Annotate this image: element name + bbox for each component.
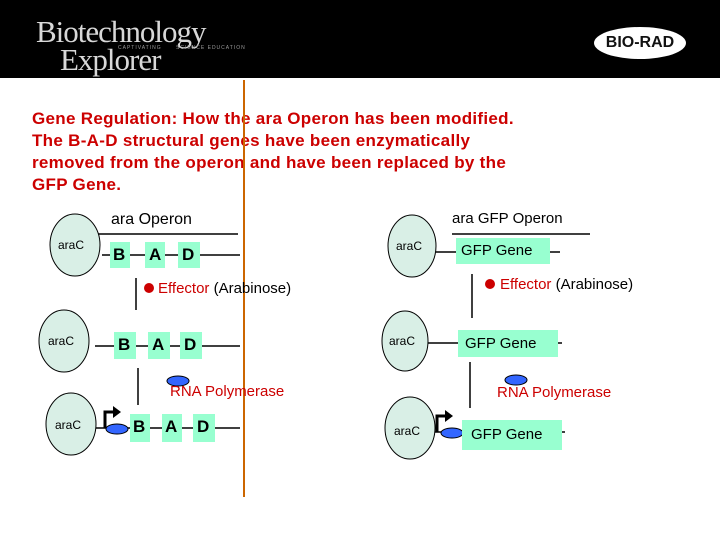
right-effector-word: Effector: [500, 276, 552, 293]
left-row1-gene-a: [145, 242, 165, 268]
left-row3-a-label: A: [165, 417, 178, 436]
right-effector-dot: [485, 279, 495, 289]
left-row1-arac-protein: [49, 213, 101, 277]
left-row2-a-label: A: [152, 335, 165, 354]
left-row3-gene-a: [162, 414, 182, 442]
right-rna-polymerase-shape: [504, 374, 528, 386]
left-row1-gene-d: [178, 242, 200, 268]
right-polymerase-label: RNA Polymerase: [497, 384, 612, 401]
right-row3-gfp-label: GFP Gene: [471, 426, 543, 443]
left-row3-gene-b: [130, 414, 150, 442]
right-row2-gfp-gene: [458, 330, 558, 357]
header-banner: Biotechnology Explorer CAPTIVATING SCIEN…: [0, 0, 720, 78]
title-line-2: The B-A-D structural genes have been enz…: [32, 131, 471, 150]
logo-tagline-2: SCIENCE EDUCATION: [176, 45, 246, 51]
right-effector-label: Effector (Arabinose): [500, 276, 633, 293]
left-row1-a-label: A: [149, 245, 162, 264]
left-row2-arac-label: araC: [48, 334, 75, 348]
right-row1-gfp-gene: [456, 238, 550, 264]
right-effector-paren: (Arabinose): [555, 276, 634, 293]
slide-title: Gene Regulation: How the ara Operon has …: [32, 108, 692, 196]
left-row2-b-label: B: [118, 335, 131, 354]
right-row3-gfp-gene: [462, 420, 562, 450]
left-effector-dot: [144, 283, 154, 293]
right-row2-arac-label: araC: [389, 334, 416, 348]
left-row2-arac-protein: [38, 309, 90, 373]
right-row3-arac-protein: [384, 396, 436, 460]
left-heading: ara Operon: [111, 211, 192, 228]
left-row2-gene-a: [148, 332, 170, 359]
left-row1-gene-b: [110, 242, 130, 268]
logo-tagline-1: CAPTIVATING: [118, 45, 162, 51]
left-row3-b-label: B: [133, 417, 146, 436]
right-row1-arac-protein: [387, 214, 437, 278]
logo-line-1: Biotechnology: [36, 14, 207, 49]
left-row2-gene-d: [180, 332, 202, 359]
left-rna-polymerase-shape: [166, 375, 190, 387]
bio-rad-logo: BIO-RAD: [594, 27, 686, 59]
right-row1-gfp-label: GFP Gene: [461, 242, 533, 259]
left-polymerase-label: RNA Polymerase: [170, 383, 285, 400]
right-bound-polymerase: [440, 427, 464, 439]
left-row3-d-label: D: [197, 417, 210, 436]
left-promoter-arrow: [103, 410, 113, 428]
left-row2-d-label: D: [184, 335, 197, 354]
left-effector-word: Effector: [158, 280, 210, 297]
left-row2-gene-b: [114, 332, 136, 359]
right-row1-arac-label: araC: [396, 239, 423, 253]
left-row3-gene-d: [193, 414, 215, 442]
title-line-3: removed from the operon and have been re…: [32, 153, 507, 172]
brand-text: BIO-RAD: [605, 34, 675, 51]
left-row3-arac-protein: [45, 392, 97, 456]
right-heading: ara GFP Operon: [452, 210, 563, 227]
left-promoter-arrowhead: [113, 406, 121, 418]
left-effector-paren: (Arabinose): [213, 280, 292, 297]
left-row1-b-label: B: [113, 245, 126, 264]
left-row1-arac-label: araC: [58, 238, 85, 252]
right-row2-arac-protein: [381, 310, 429, 372]
left-row3-arac-label: araC: [55, 418, 82, 432]
left-bound-polymerase: [105, 423, 129, 435]
right-row2-gfp-label: GFP Gene: [465, 335, 537, 352]
left-effector-label: Effector (Arabinose): [158, 280, 291, 297]
title-line-4: GFP Gene.: [32, 175, 122, 194]
right-promoter-arrowhead: [445, 410, 453, 422]
right-promoter-arrow: [435, 414, 445, 432]
left-row1-d-label: D: [182, 245, 195, 264]
right-row3-arac-label: araC: [394, 424, 421, 438]
title-line-1: Gene Regulation: How the ara Operon has …: [32, 109, 514, 128]
logo-line-2: Explorer: [60, 42, 161, 77]
